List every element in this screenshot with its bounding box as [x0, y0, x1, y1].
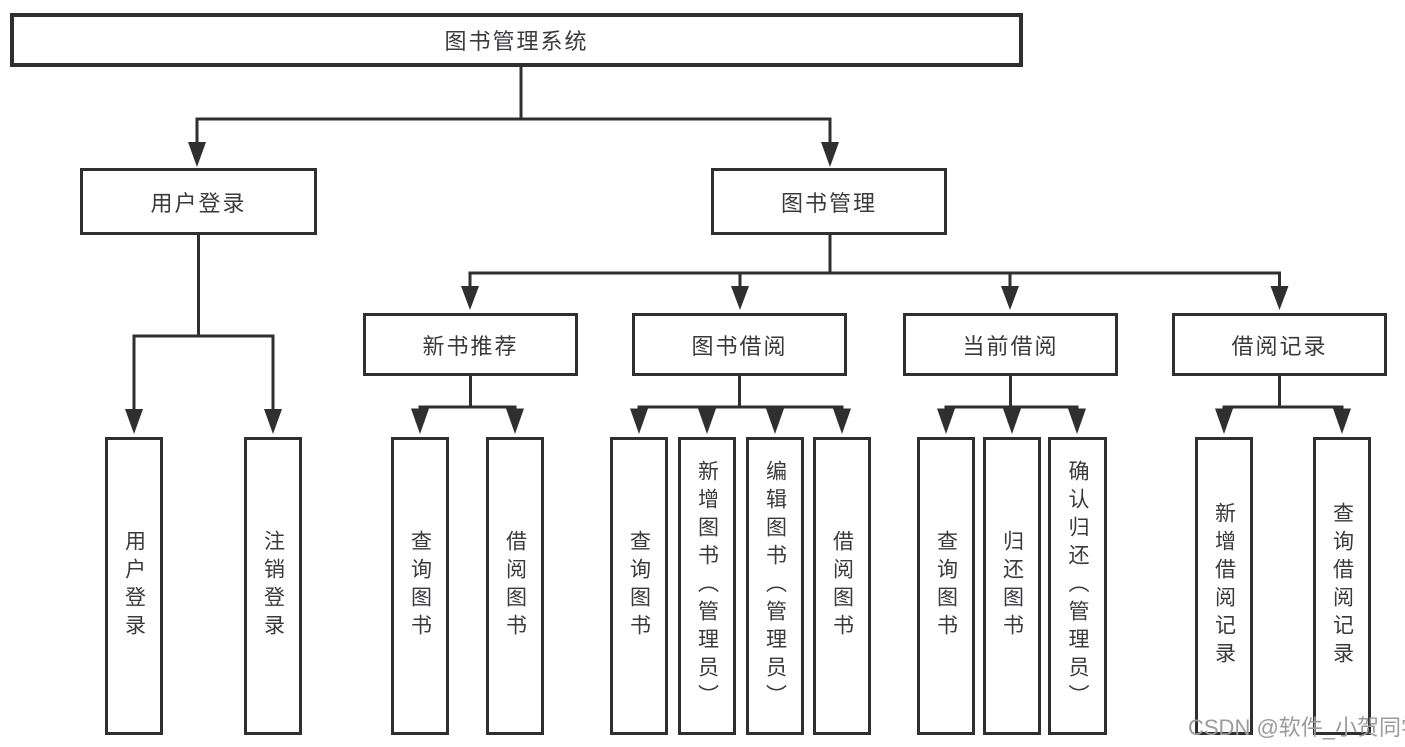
arrowhead: [698, 408, 716, 434]
leaf-return-book-label: 归还图书: [1000, 530, 1024, 642]
connector-book-management-to-level3: [461, 235, 1289, 310]
node-borrow-records-label: 借阅记录: [1231, 333, 1328, 359]
leaf-query-books-recommend: 查询图书: [391, 437, 449, 735]
node-new-book-recommend-label: 新书推荐: [422, 333, 519, 359]
arrowhead: [188, 142, 206, 167]
arrowhead: [1003, 408, 1021, 434]
arrowhead: [630, 408, 648, 434]
node-user-login-label: 用户登录: [150, 190, 247, 216]
leaf-add-borrow-record-label: 新增借阅记录: [1212, 502, 1236, 670]
leaf-query-borrow-record-label: 查询借阅记录: [1330, 502, 1354, 670]
connector-current-borrow-branch: [937, 376, 1086, 434]
leaf-confirm-return-admin: 确认归还（管理员）: [1048, 437, 1107, 735]
leaf-return-book: 归还图书: [983, 437, 1041, 735]
arrowhead: [833, 408, 851, 434]
leaf-user-login: 用户登录: [105, 437, 163, 735]
arrowhead: [1333, 408, 1351, 434]
leaf-query-books-current: 查询图书: [917, 437, 975, 735]
leaf-user-login-label: 用户登录: [122, 530, 146, 642]
leaf-query-books-current-label: 查询图书: [934, 530, 958, 642]
leaf-borrow-books-recommend: 借阅图书: [486, 437, 544, 735]
node-root: 图书管理系统: [10, 13, 1023, 67]
node-current-borrow-label: 当前借阅: [962, 333, 1059, 359]
arrowhead: [731, 286, 749, 310]
arrowhead: [461, 286, 479, 310]
arrowhead: [766, 408, 784, 434]
leaf-query-books-recommend-label: 查询图书: [408, 530, 432, 642]
node-book-borrow-label: 图书借阅: [691, 333, 788, 359]
arrowhead: [1270, 286, 1289, 310]
leaf-query-borrow-record: 查询借阅记录: [1313, 437, 1371, 735]
csdn-watermark: CSDN @软件_小贺同学: [1188, 715, 1405, 740]
connector-root-to-level2: [188, 67, 839, 167]
leaf-add-book-admin-label: 新增图书（管理员）: [695, 460, 719, 712]
arrowhead: [1068, 408, 1086, 434]
node-user-login: 用户登录: [80, 168, 317, 235]
arrowhead: [125, 409, 143, 434]
connector-book-borrow-branch: [630, 376, 851, 434]
leaf-borrow-books-2: 借阅图书: [813, 437, 871, 735]
node-new-book-recommend: 新书推荐: [363, 313, 578, 376]
leaf-borrow-books-recommend-label: 借阅图书: [503, 530, 527, 642]
node-book-management: 图书管理: [711, 168, 947, 235]
arrowhead: [1001, 286, 1019, 310]
leaf-logout: 注销登录: [244, 437, 302, 735]
leaf-add-borrow-record: 新增借阅记录: [1195, 437, 1253, 735]
arrowhead: [1215, 408, 1233, 434]
node-current-borrow: 当前借阅: [903, 313, 1118, 376]
leaf-edit-book-admin-label: 编辑图书（管理员）: [763, 460, 787, 712]
arrowhead: [411, 408, 429, 434]
arrowhead: [937, 408, 955, 434]
node-book-management-label: 图书管理: [780, 190, 877, 216]
connector-new-book-branch: [411, 376, 524, 434]
leaf-confirm-return-admin-label: 确认归还（管理员）: [1066, 460, 1089, 712]
leaf-query-books-borrow-label: 查询图书: [627, 530, 651, 642]
leaf-add-book-admin: 新增图书（管理员）: [678, 437, 736, 735]
node-root-label: 图书管理系统: [444, 29, 589, 54]
leaf-borrow-books-2-label: 借阅图书: [830, 530, 854, 642]
leaf-logout-label: 注销登录: [261, 530, 285, 642]
node-book-borrow: 图书借阅: [632, 313, 847, 376]
leaf-edit-book-admin: 编辑图书（管理员）: [746, 437, 804, 735]
arrowhead: [264, 409, 282, 434]
connector-user-login-branch: [125, 235, 282, 434]
leaf-query-books-borrow: 查询图书: [610, 437, 668, 735]
arrowhead: [506, 408, 524, 434]
connector-borrow-records-branch: [1215, 376, 1351, 434]
node-borrow-records: 借阅记录: [1172, 313, 1387, 376]
arrowhead: [821, 142, 839, 167]
